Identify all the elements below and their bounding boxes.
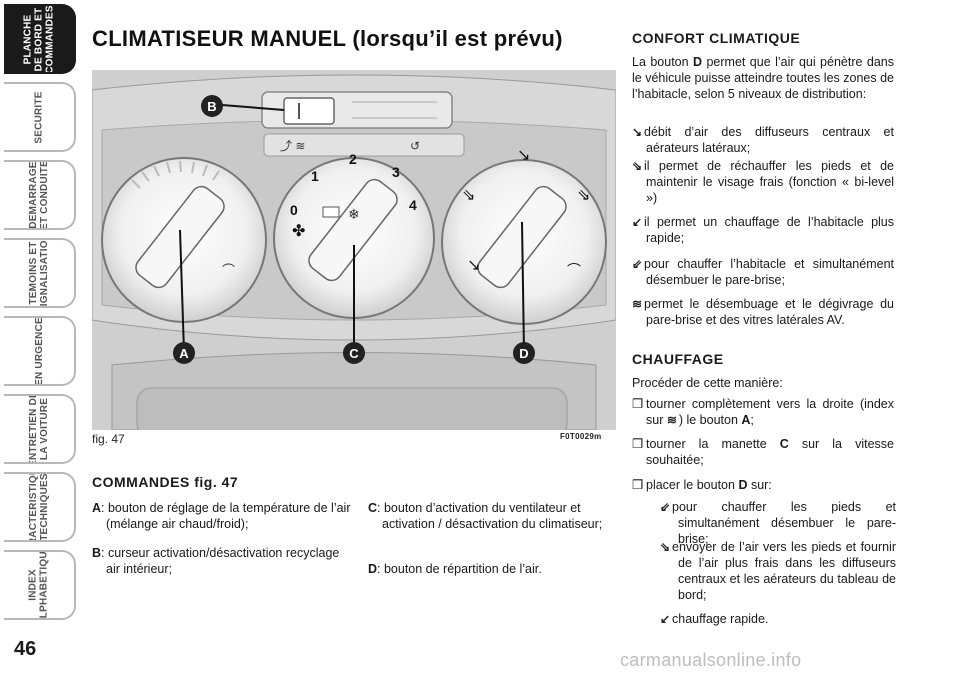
tab-securite[interactable]: SECURITE [4, 82, 76, 152]
tab-planche-de-bord[interactable]: PLANCHE DE BORD ET COMMANDES [4, 4, 76, 74]
recirculation-slider-knob [283, 97, 335, 125]
confort-item-4: ⇙pour chauffer l’habitacle et simultaném… [632, 257, 894, 287]
svg-text:⤴ ≋: ⤴ ≋ [280, 138, 305, 153]
svg-text:❄: ❄ [348, 206, 360, 222]
svg-text:✤: ✤ [292, 223, 305, 240]
air-bilevel-icon: ⇘ [660, 540, 671, 554]
dial-number-3: 3 [392, 164, 400, 180]
air-feet-defrost-icon: ⇙ [632, 257, 643, 271]
confort-item-2: ⇘il permet de réchauffer les pieds et de… [632, 159, 894, 205]
confort-item-5: ≋permet le désembuage et le dégivrage du… [632, 297, 894, 327]
defrost-icon: ≋ [632, 297, 643, 311]
air-feet-icon: ↙ [632, 215, 643, 229]
callout-d: D [519, 346, 528, 361]
dial-number-2: 2 [349, 151, 357, 167]
figure-code: F0T0029m [560, 432, 602, 441]
page-title: CLIMATISEUR MANUEL (lorsqu’il est prévu) [92, 26, 563, 51]
callout-c: C [349, 346, 359, 361]
svg-text:↘: ↘ [467, 257, 480, 274]
checkbox-icon: ❒ [632, 437, 644, 451]
command-item-d: D: bouton de répartition de l’air. [368, 562, 542, 576]
dial-number-1: 1 [311, 168, 319, 184]
section-tabs: PLANCHE DE BORD ET COMMANDES SECURITE DE… [0, 0, 78, 677]
air-bilevel-icon: ⇘ [632, 159, 643, 173]
svg-text:⇘: ⇘ [577, 187, 590, 204]
commands-heading: COMMANDES fig. 47 [92, 474, 239, 490]
command-item-c: C: bouton d’activation du ventilateur et… [368, 501, 603, 531]
callout-b: B [207, 99, 216, 114]
defrost-icon: ≋ [666, 413, 677, 427]
chauffage-step-3: ❒placer le bouton D sur: [632, 478, 772, 492]
svg-text:⌒: ⌒ [567, 262, 581, 278]
confort-item-1: ↘débit d’air des diffuseurs centraux et … [632, 125, 894, 155]
dial-number-0: 0 [290, 202, 298, 218]
tab-caracteristiques[interactable]: CARACTERISTIQUES TECHNIQUES [4, 472, 76, 542]
page-number: 46 [14, 638, 37, 660]
chauffage-subitem-1: ⇙pour chauffer les pieds et simultanémen… [660, 500, 896, 546]
confort-item-3: ↙il permet un chauffage de l’habitacle p… [632, 215, 894, 245]
command-item-a: A: bouton de réglage de la température d… [92, 501, 351, 531]
command-item-b: B: curseur activation/désactivation recy… [92, 546, 340, 576]
air-feet-defrost-icon: ⇙ [660, 500, 671, 514]
callout-a: A [179, 346, 189, 361]
svg-text:↘: ↘ [517, 147, 530, 164]
air-face-icon: ↘ [632, 125, 643, 139]
chauffage-subitem-2: ⇘envoyer de l’air vers les pieds et four… [660, 540, 896, 602]
chauffage-subitem-3: ↙chauffage rapide. [660, 612, 769, 626]
checkbox-icon: ❒ [632, 478, 644, 492]
tab-en-urgence[interactable]: EN URGENCE [4, 316, 76, 386]
figure-caption: fig. 47 [92, 432, 125, 446]
tab-entretien[interactable]: ENTRETIEN DE LA VOITURE [4, 394, 76, 464]
dashboard-drawing: ⤴ ≋ ↺ ⌒ ❄ 0 1 2 3 4 ✤ ↘ ⇘ ⇘ ↘ ⌒ [92, 74, 616, 430]
confort-intro: La bouton D permet que l’air qui pénètre… [632, 55, 894, 101]
chauffage-intro: Procéder de cette manière: [632, 376, 783, 390]
checkbox-icon: ❒ [632, 397, 644, 411]
svg-text:⇘: ⇘ [462, 187, 475, 204]
svg-text:↺: ↺ [410, 139, 420, 153]
chauffage-step-1: ❒tourner complètement vers la droite (in… [632, 397, 894, 427]
tab-temoins[interactable]: TEMOINS ET SIGNALISATION [4, 238, 76, 308]
svg-text:⌒: ⌒ [222, 263, 235, 278]
watermark: carmanualsonline.info [620, 650, 802, 670]
climate-control-illustration: ⤴ ≋ ↺ ⌒ ❄ 0 1 2 3 4 ✤ ↘ ⇘ ⇘ ↘ ⌒ [92, 70, 616, 430]
confort-heading: CONFORT CLIMATIQUE [632, 30, 801, 46]
air-feet-icon: ↙ [660, 612, 671, 626]
dial-number-4: 4 [409, 197, 417, 213]
tab-demarrage[interactable]: DEMARRAGE ET CONDUITE [4, 160, 76, 230]
tab-index[interactable]: INDEX ALPHABETIQUE [4, 550, 76, 620]
chauffage-heading: CHAUFFAGE [632, 351, 724, 367]
chauffage-step-2: ❒tourner la manette C sur la vitesse sou… [632, 437, 894, 467]
